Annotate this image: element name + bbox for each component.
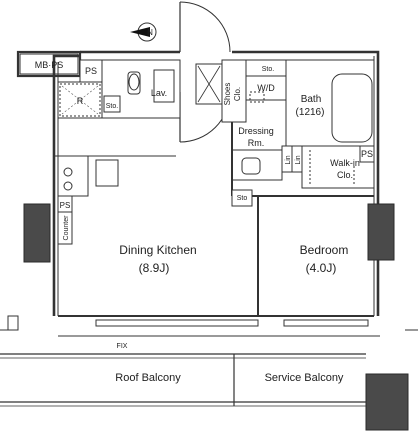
label-dressing: Dressing: [238, 126, 274, 136]
label-bedroom: Bedroom: [300, 243, 349, 257]
label-dressing-rm: Rm.: [248, 138, 265, 148]
label-sto-toilet: Sto.: [106, 103, 119, 110]
compass-letter: N: [147, 28, 153, 37]
label-ps-kitchen: PS: [60, 201, 71, 210]
label-ps-walkin: PS: [361, 149, 373, 159]
label-bath-size: (1216): [296, 107, 325, 118]
label-walkin: Walk-in: [330, 158, 360, 168]
label-service-balcony: Service Balcony: [265, 372, 344, 384]
windows: [58, 319, 380, 337]
label-fix: FIX: [117, 343, 128, 350]
utility-area: [57, 59, 247, 123]
label-bedroom-size: (4.0J): [306, 261, 337, 275]
bath-area: [231, 59, 375, 181]
walk-in-closet: [301, 145, 375, 189]
label-sto-top: Sto.: [262, 66, 275, 73]
label-ps-top: PS: [85, 66, 97, 76]
label-clo-shoes: Clo.: [233, 87, 242, 101]
north-arrow-icon: N: [130, 22, 157, 42]
interior-walls: [58, 122, 374, 317]
label-shoes: Shoes: [223, 83, 232, 106]
label-mb-ps: MB·PS: [35, 60, 64, 70]
label-wd: W/D: [257, 83, 275, 93]
label-counter: Counter: [63, 215, 70, 241]
label-bath: Bath: [301, 94, 322, 105]
balcony: [0, 353, 366, 407]
label-lav: Lav.: [151, 88, 167, 98]
label-lin-2: Lin: [295, 155, 302, 164]
label-sto-bed: Sto: [237, 195, 248, 202]
kitchen: [54, 155, 176, 245]
label-roof-balcony: Roof Balcony: [115, 372, 181, 384]
structural-columns: [7, 203, 409, 431]
label-dining-size: (8.9J): [139, 261, 170, 275]
label-r: R: [77, 96, 84, 106]
label-lin-1: Lin: [285, 155, 292, 164]
label-dining: Dining Kitchen: [119, 243, 196, 257]
label-walkin-clo: Clo.: [337, 170, 353, 180]
